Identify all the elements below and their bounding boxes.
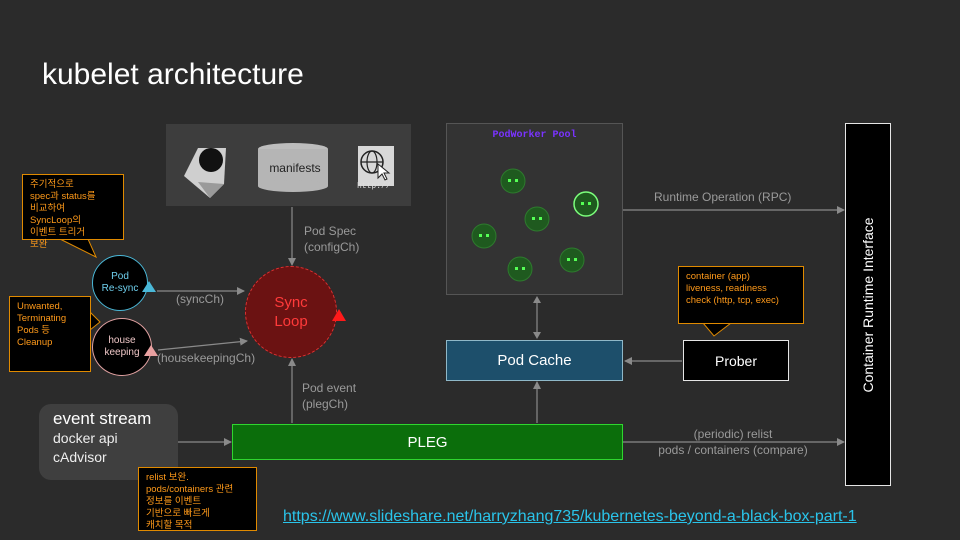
pod-cache: Pod Cache — [446, 340, 623, 381]
housekeeping-arrow — [157, 337, 248, 351]
note-line: 기반으로 빠르게 — [146, 508, 210, 519]
sync-ch-label: (syncCh) — [176, 292, 225, 306]
housekeeping-note: Unwanted, Terminating Pods 등 Cleanup — [9, 296, 91, 372]
sync-loop-line1: Sync — [274, 294, 308, 311]
manifests-icon — [258, 143, 328, 192]
event-stream: event stream docker api cAdvisor — [39, 404, 178, 480]
pod-resync-line1: Pod — [111, 271, 129, 282]
note-line: pods/containers 관련 — [146, 484, 234, 495]
pod-resync: Pod Re-sync — [92, 255, 148, 311]
pod-resync-line2: Re-sync — [101, 283, 139, 294]
container-runtime-interface: Container Runtime Interface — [845, 123, 891, 486]
event-stream-item: docker api — [53, 430, 118, 446]
pod-event-label: Pod event (plegCh) — [302, 380, 356, 412]
relist-label: (periodic) relist pods / containers (com… — [650, 426, 816, 458]
pod-worker-icon — [559, 247, 585, 273]
housekeeping-triangle-icon — [144, 345, 158, 356]
pod-event-label-line: (plegCh) — [302, 397, 349, 411]
pod-spec-label-line: Pod Spec — [304, 224, 357, 238]
pod-worker-icon — [524, 206, 550, 232]
note-line: liveness, readiness — [686, 283, 767, 294]
housekeeping-line2: keeping — [104, 347, 140, 358]
page-title: kubelet architecture — [42, 58, 304, 91]
note-line: 이벤트 트리거 — [30, 227, 86, 238]
cri-label: Container Runtime Interface — [860, 216, 876, 393]
note-line: spec과 status를 — [30, 191, 96, 202]
relist-label-line: pods / containers (compare) — [658, 443, 808, 457]
sync-loop-line2: Loop — [274, 313, 308, 330]
apiserver-icon — [184, 148, 226, 198]
sync-loop-triangle-icon — [332, 309, 346, 321]
sync-loop: Sync Loop — [245, 266, 337, 358]
note-line: 주기적으로 — [30, 179, 74, 190]
resync-note: 주기적으로 spec과 status를 비교하여 SyncLoop의 이벤트 트… — [22, 174, 124, 250]
pleg-note: relist 보완. pods/containers 관련 정보를 이벤트 기반… — [138, 467, 257, 531]
pod-spec-label: Pod Spec (configCh) — [304, 223, 359, 255]
pod-worker-icon — [500, 168, 526, 194]
pod-worker-icon — [507, 256, 533, 282]
note-line: container (app) — [686, 271, 750, 282]
pod-resync-triangle-icon — [142, 281, 156, 292]
event-stream-item: cAdvisor — [53, 449, 107, 465]
relist-label-line: (periodic) relist — [693, 427, 773, 441]
pod-spec-label-line: (configCh) — [304, 240, 360, 254]
pod-worker-pool-title: PodWorker Pool — [492, 130, 577, 141]
note-line: Pods 등 — [17, 325, 51, 336]
config-sources-panel — [166, 124, 411, 206]
housekeeping-line1: house — [108, 335, 136, 346]
pod-worker-icon — [471, 223, 497, 249]
note-line: 비교하여 — [30, 203, 65, 214]
prober-note: container (app) liveness, readiness chec… — [678, 266, 804, 324]
note-line: 정보를 이벤트 — [146, 496, 202, 507]
http-label: http:// — [357, 182, 391, 191]
globe-icon — [358, 146, 394, 186]
housekeeping: house keeping — [92, 318, 152, 376]
housekeeping-ch-label: (housekeepingCh) — [157, 351, 256, 365]
source-link[interactable]: https://www.slideshare.net/harryzhang735… — [283, 508, 857, 525]
note-line: Unwanted, — [17, 301, 63, 312]
note-line: Terminating — [17, 313, 67, 324]
manifests-label: manifests — [269, 161, 321, 175]
event-stream-heading: event stream — [53, 409, 152, 428]
note-line: relist 보완. — [146, 472, 189, 483]
note-line: 캐치할 목적 — [146, 520, 193, 531]
pod-event-label-line: Pod event — [302, 381, 357, 395]
config-source-icons — [184, 143, 394, 198]
runtime-operation-label: Runtime Operation (RPC) — [654, 190, 792, 204]
pod-worker-pool: PodWorker Pool — [446, 123, 623, 295]
prober: Prober — [683, 340, 789, 381]
note-line: check (http, tcp, exec) — [686, 295, 779, 306]
note-line: Cleanup — [17, 337, 53, 348]
note-line: 보완 — [30, 239, 48, 250]
pleg: PLEG — [232, 424, 623, 460]
note-line: SyncLoop의 — [30, 215, 81, 226]
pod-worker-icons — [471, 168, 599, 282]
prober-note-tail — [701, 322, 733, 337]
pod-worker-icon — [573, 191, 599, 217]
